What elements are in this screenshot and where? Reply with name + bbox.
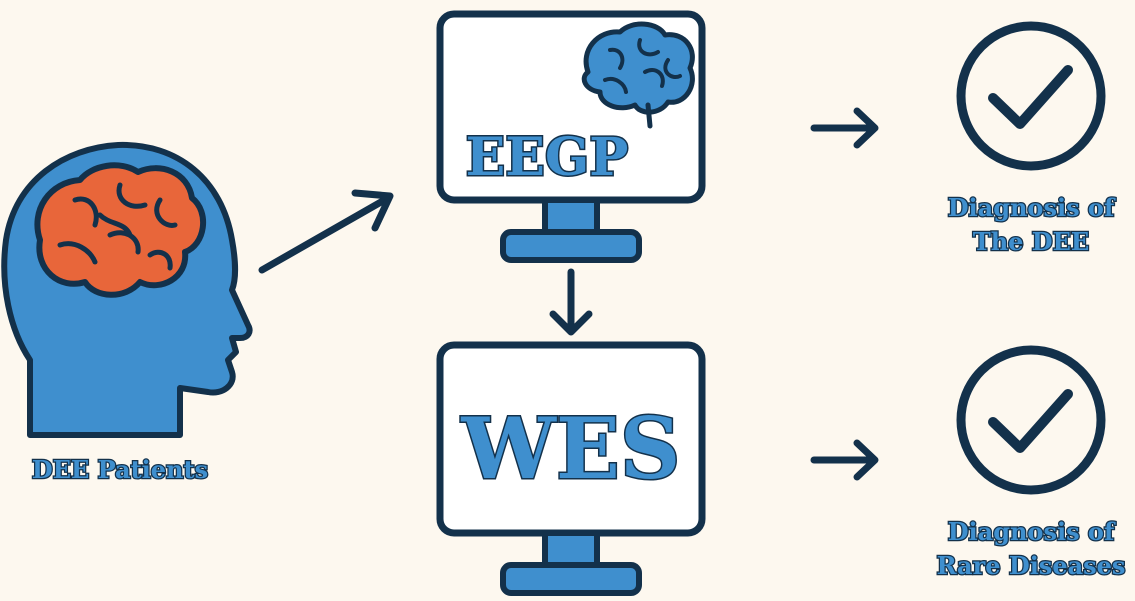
arrow-to-rare-icon — [810, 439, 879, 481]
brain-icon — [581, 21, 695, 129]
check-circle-icon-2 — [956, 345, 1106, 495]
outcome-rare-line2: Rare Diseases — [937, 551, 1126, 580]
patients-label: DEE Patients — [32, 455, 208, 484]
outcome-dee-line1: Diagnosis of — [948, 193, 1116, 222]
arrow-to-dee-icon — [810, 107, 879, 149]
wes-monitor-icon: WES — [436, 341, 706, 596]
brain-icon-orange — [34, 162, 207, 298]
wes-label: WES — [460, 399, 680, 498]
eegp-label: EEGP — [466, 127, 629, 188]
arrow-down-icon — [549, 268, 593, 336]
outcome-dee-line2: The DEE — [973, 227, 1089, 256]
arrow-to-eegp-icon — [258, 189, 394, 274]
check-circle-icon — [956, 21, 1106, 171]
eegp-monitor-icon: EEGP — [436, 10, 706, 263]
patient-head-icon — [1, 141, 253, 438]
outcome-rare-line1: Diagnosis of — [948, 517, 1116, 546]
